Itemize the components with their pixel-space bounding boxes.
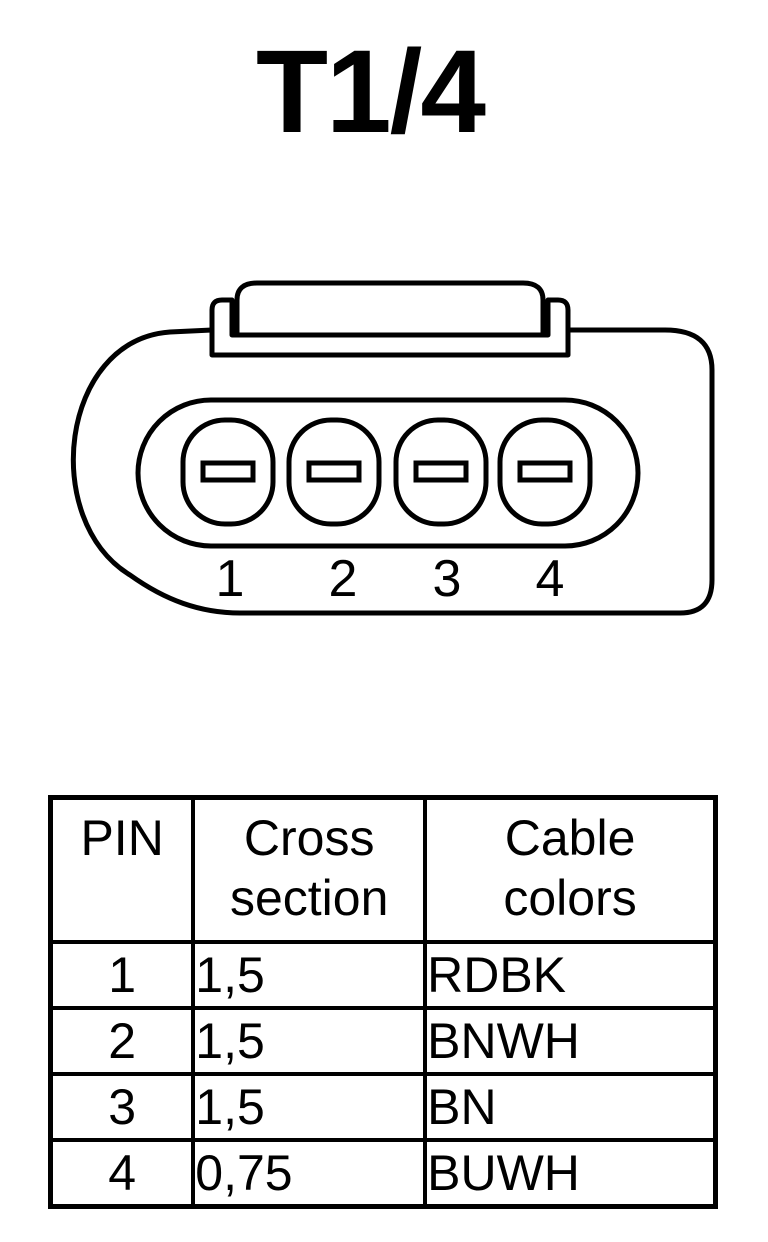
connector-housing (71, 280, 715, 616)
cell-cross-section: 1,5 (191, 1072, 428, 1142)
cell-pin: 3 (48, 1072, 196, 1142)
table-header-row: PIN Cross section Cable colors (48, 795, 718, 944)
cell-cable-color: BUWH (423, 1138, 718, 1209)
table-row: 4 0,75 BUWH (48, 1138, 718, 1209)
table-row: 2 1,5 BNWH (48, 1006, 718, 1076)
pin-label-2: 2 (329, 550, 358, 608)
cell-cross-section: 0,75 (191, 1138, 428, 1209)
pin-1 (180, 417, 276, 527)
pin-label-3: 3 (433, 550, 462, 608)
pin-assignment-table: PIN Cross section Cable colors 1 1,5 RDB… (48, 795, 718, 1209)
pin-3 (393, 417, 489, 527)
table-row: 3 1,5 BN (48, 1072, 718, 1142)
cell-cable-color: BNWH (423, 1006, 718, 1076)
cell-cable-color: RDBK (423, 940, 718, 1010)
pin-4 (497, 417, 593, 527)
cell-cable-color: BN (423, 1072, 718, 1142)
cell-pin: 4 (48, 1138, 196, 1209)
table-row: 1 1,5 RDBK (48, 940, 718, 1010)
header-cable-colors: Cable colors (423, 795, 718, 944)
pin-label-4: 4 (536, 550, 565, 608)
header-pin: PIN (48, 795, 196, 944)
header-cross-section: Cross section (191, 795, 428, 944)
cell-pin: 2 (48, 1006, 196, 1076)
cell-pin: 1 (48, 940, 196, 1010)
pin-socket-area (135, 397, 641, 549)
connector-diagram: 1 2 3 4 (71, 280, 715, 616)
cell-cross-section: 1,5 (191, 940, 428, 1010)
connector-title: T1/4 (255, 26, 486, 158)
cell-cross-section: 1,5 (191, 1006, 428, 1076)
pin-label-1: 1 (216, 550, 245, 608)
pin-2 (286, 417, 382, 527)
